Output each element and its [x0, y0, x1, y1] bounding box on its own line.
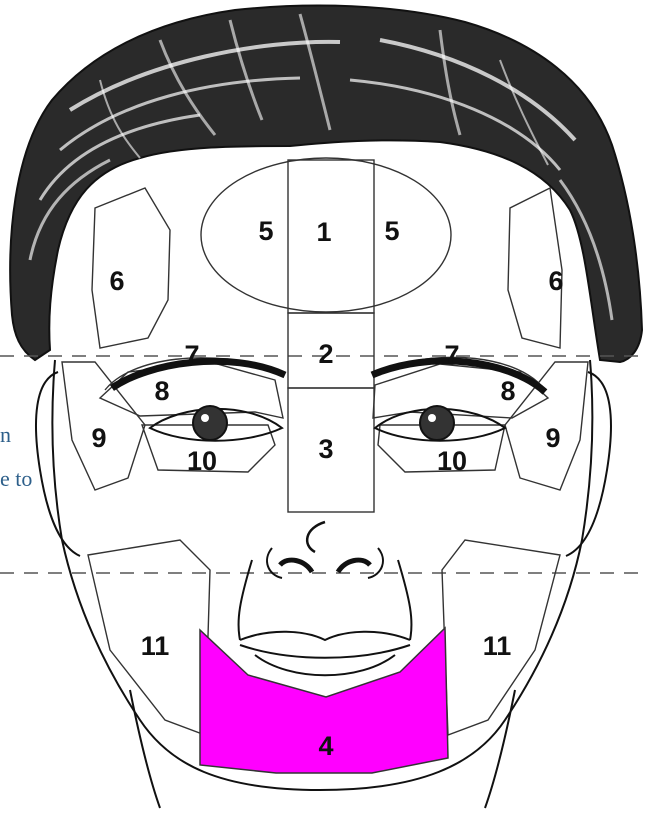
zone-label-7-right: 7: [444, 340, 459, 370]
zone-label-5-right: 5: [384, 216, 399, 246]
zone-label-6-left: 6: [109, 266, 124, 296]
zone-label-11-left: 11: [141, 631, 170, 661]
left-nostril: [280, 560, 312, 572]
zone-label-5-left: 5: [258, 216, 273, 246]
neck-right: [485, 690, 515, 808]
side-text-line-2: e to: [0, 466, 32, 492]
nasolabial-right: [398, 560, 412, 640]
zone-label-4: 4: [318, 731, 333, 761]
left-iris-highlight: [201, 414, 209, 422]
facial-features: [112, 361, 545, 675]
zone-label-3: 3: [318, 434, 333, 464]
right-nostril: [338, 560, 370, 572]
zone-label-7-left: 7: [184, 340, 199, 370]
zone-label-6-right: 6: [548, 266, 563, 296]
hair: [10, 6, 642, 362]
right-iris: [420, 406, 454, 440]
hair-mass: [10, 6, 642, 362]
right-iris-highlight: [428, 414, 436, 422]
zone-label-9-left: 9: [91, 423, 106, 453]
zone-label-10-left: 10: [187, 446, 217, 476]
left-ear: [36, 372, 80, 556]
upper-lip: [240, 632, 410, 640]
zone-label-10-right: 10: [437, 446, 467, 476]
lip-line: [240, 645, 410, 658]
zone-label-8-right: 8: [500, 376, 515, 406]
zone-labels: 1 5 5 6 6 2 7 7 8 8 9 9 3 10 10 11 11 4: [91, 216, 563, 761]
zone-label-9-right: 9: [545, 423, 560, 453]
zone-label-1: 1: [316, 217, 331, 247]
zone-label-2: 2: [318, 339, 333, 369]
zone-8-left: [100, 362, 283, 418]
nasolabial-left: [239, 560, 253, 640]
zone-label-11-right: 11: [483, 631, 512, 661]
right-ear: [566, 372, 611, 556]
nose-bridge-curve: [307, 522, 325, 552]
side-text-line-1: n: [0, 422, 11, 448]
zone-label-8-left: 8: [154, 376, 169, 406]
zone-6-left: [92, 188, 170, 348]
left-iris: [193, 406, 227, 440]
